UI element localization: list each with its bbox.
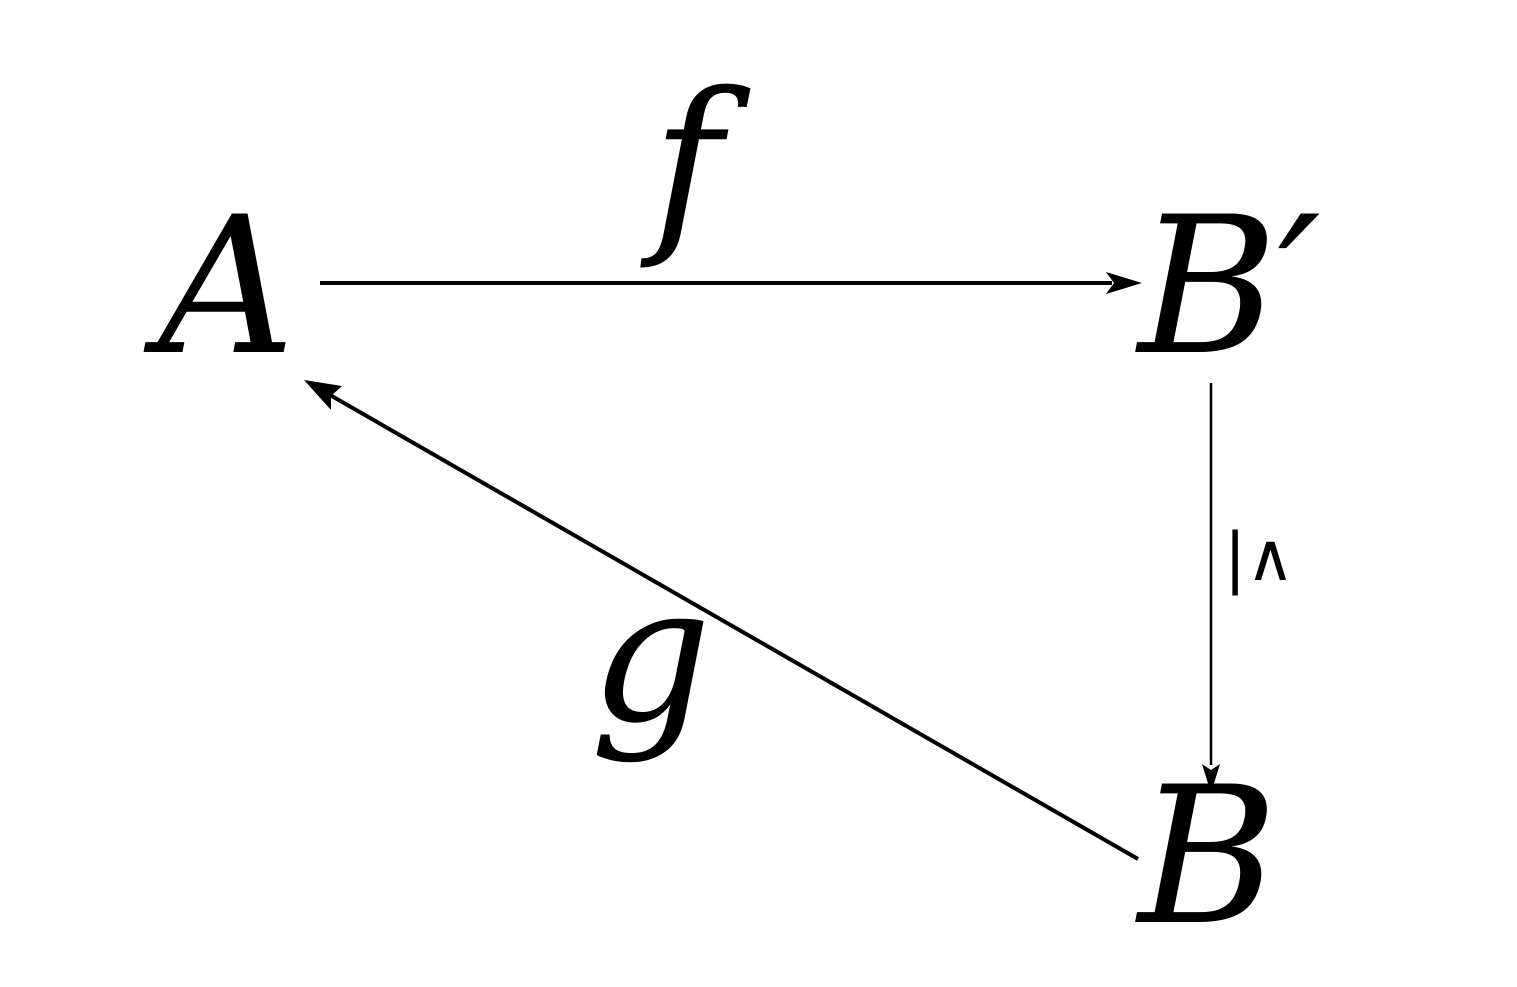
label-g: g: [590, 544, 712, 765]
arrow-b-prime-to-b-head: [1202, 764, 1220, 793]
arrow-g: [304, 380, 1139, 861]
relation-symbol: |∧: [1224, 519, 1295, 596]
arrow-b-prime-to-b: [1202, 383, 1220, 793]
node-b: B: [1135, 746, 1278, 967]
node-a: A: [143, 176, 295, 397]
node-b-prime: B′: [1135, 176, 1321, 397]
arrow-g-head: [304, 380, 342, 410]
label-f: f: [640, 52, 751, 273]
arrow-f: [320, 272, 1142, 294]
arrow-f-head: [1106, 272, 1142, 294]
